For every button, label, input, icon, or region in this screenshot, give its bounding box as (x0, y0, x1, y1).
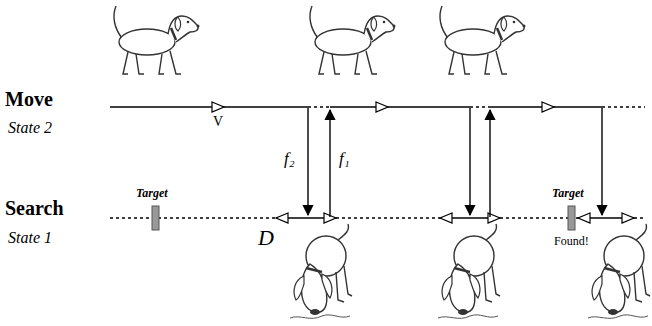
walking-dog (440, 6, 526, 74)
state-number: State 1 (8, 229, 52, 247)
target-label: Target (136, 187, 168, 200)
state-number: State 2 (8, 119, 52, 137)
search-line (110, 217, 645, 218)
state-title: Search (5, 197, 64, 219)
searching-dog (438, 224, 500, 318)
walking-dog (114, 6, 200, 74)
walking-dog (310, 6, 396, 74)
found-label: Found! (554, 235, 589, 248)
rate-label: f₁ (339, 150, 350, 169)
rate-label: f₂ (284, 150, 295, 169)
diffusion-label: D (258, 226, 274, 250)
transition-arrow (308, 108, 602, 217)
state-title: Move (5, 88, 53, 110)
speed-label: V (213, 114, 223, 129)
target-label: Target (552, 187, 584, 200)
direction-arrowhead (212, 102, 554, 112)
target-marker (152, 206, 159, 230)
searching-dog (588, 224, 650, 318)
searching-dog (290, 224, 352, 318)
target-marker (568, 206, 575, 230)
